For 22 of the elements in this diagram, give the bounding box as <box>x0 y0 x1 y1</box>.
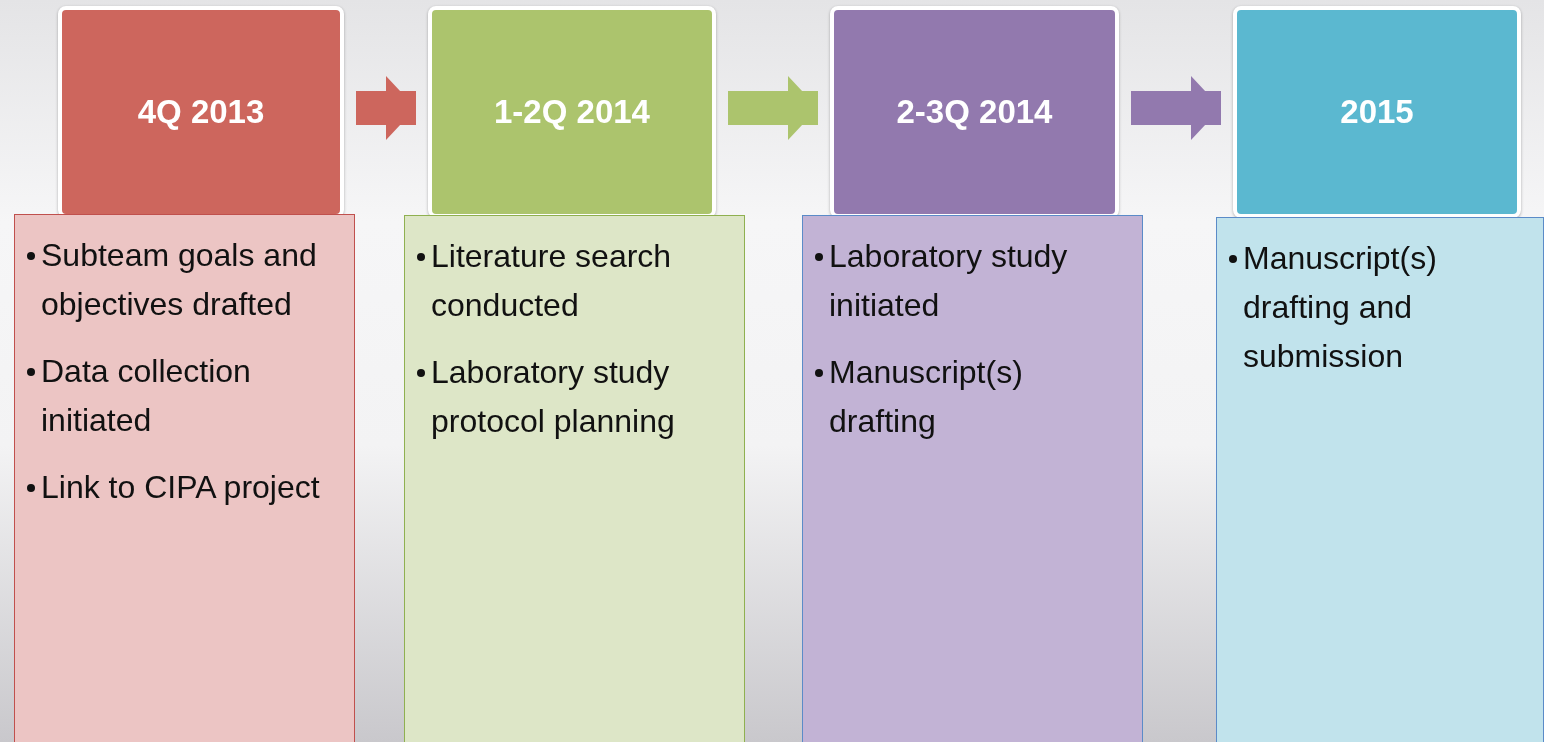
phase-header-box <box>428 6 716 218</box>
task-list-panel <box>1216 217 1544 742</box>
bullet-item: Subteam goals and objectives drafted <box>41 236 318 324</box>
phase-label: 2-3Q 2014 <box>896 93 1053 131</box>
bullet-item: Laboratory study protocol planning <box>431 353 676 441</box>
phase-label: 4Q 2013 <box>137 93 265 131</box>
block-arrow <box>1131 76 1221 140</box>
bullet-item: Link to CIPA project <box>41 468 321 507</box>
bullet-item: Data collection initiated <box>41 352 252 440</box>
phase-label: 2015 <box>1340 93 1414 131</box>
phase-label: 1-2Q 2014 <box>494 93 650 131</box>
bullet-item: Manuscript(s) drafting and submission <box>1243 239 1438 376</box>
phase-header-box <box>1233 6 1521 218</box>
bullet-item: Manuscript(s) drafting <box>829 353 1024 441</box>
bullet-item: Literature search conducted <box>431 237 673 325</box>
task-list-panel <box>404 215 745 742</box>
block-arrow <box>728 76 818 140</box>
phase-header-box <box>830 6 1119 218</box>
block-arrow <box>356 76 416 140</box>
task-list-panel <box>14 214 355 742</box>
task-list-panel <box>802 215 1143 742</box>
bullet-item: Laboratory study initiated <box>829 237 1069 325</box>
